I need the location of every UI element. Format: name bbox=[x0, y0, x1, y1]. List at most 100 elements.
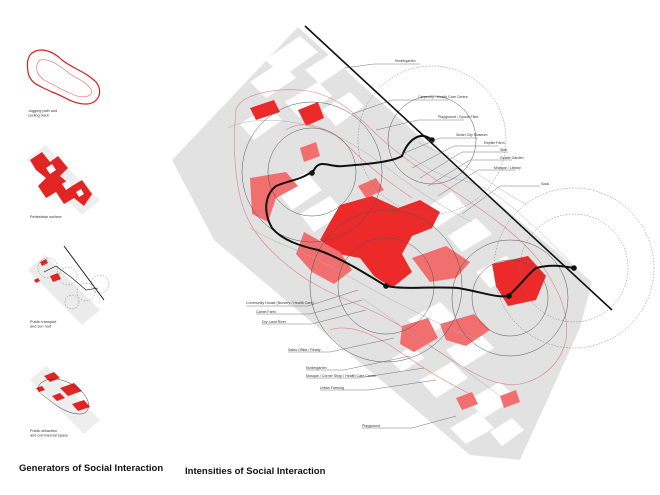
influence-ring bbox=[357, 65, 507, 215]
cycling-track bbox=[361, 297, 501, 397]
transport-line bbox=[63, 245, 105, 301]
label-community-house: Community House (Nursery / Health Care) bbox=[246, 301, 314, 305]
transit-network bbox=[265, 25, 613, 311]
building bbox=[468, 382, 516, 418]
caption-pedestrian: Pedestrian surface bbox=[30, 215, 62, 219]
pedestrian-voids bbox=[46, 164, 84, 197]
cycling-track bbox=[249, 227, 481, 341]
intensity-zone bbox=[456, 392, 478, 410]
transport-ring bbox=[37, 257, 59, 279]
label-reptile-farm: Reptile Farm bbox=[484, 141, 505, 145]
leader-line bbox=[320, 379, 437, 391]
cycling-track bbox=[403, 151, 577, 271]
label-kindergarten-north: Kindergarten bbox=[395, 59, 416, 63]
caption-line: Jogging path and bbox=[28, 109, 57, 113]
caption-line: Pedestrian surface bbox=[30, 215, 62, 219]
intensity-zone bbox=[250, 172, 298, 222]
leader-line bbox=[437, 169, 516, 197]
building bbox=[250, 62, 296, 98]
intensity-zone bbox=[358, 178, 384, 198]
leader-line bbox=[362, 415, 457, 429]
intensity-zone bbox=[492, 256, 546, 306]
transit-main-line bbox=[304, 25, 613, 311]
transit-stop bbox=[429, 137, 435, 143]
left-labels: Community House (Nursery / Health Care) … bbox=[246, 301, 380, 428]
leader-line bbox=[351, 99, 448, 115]
influence-rings bbox=[241, 65, 655, 363]
leader-line bbox=[401, 137, 478, 155]
commercial-space bbox=[36, 372, 90, 411]
leader-line bbox=[256, 299, 363, 315]
main-panel-title: Intensities of Social Interaction bbox=[185, 466, 326, 477]
path-network bbox=[227, 89, 577, 397]
jogging-loop-inner bbox=[36, 59, 93, 98]
diagram-pedestrian-surface bbox=[27, 145, 100, 215]
caption-line: Public attraction bbox=[30, 429, 57, 433]
leader-line bbox=[411, 145, 498, 169]
sun-roof bbox=[34, 259, 61, 283]
intensity-zone bbox=[300, 142, 320, 162]
influence-ring bbox=[267, 127, 357, 217]
transit-stop bbox=[506, 293, 512, 299]
label-mosque-library: Mosque / Library bbox=[494, 166, 521, 170]
influence-ring bbox=[309, 209, 463, 363]
caption-line: and commercial space bbox=[30, 434, 68, 438]
diagram-public-transport bbox=[28, 245, 110, 325]
attraction-outline bbox=[38, 378, 89, 415]
intensity-zone bbox=[296, 232, 352, 284]
intensity-zone bbox=[250, 100, 280, 120]
leader-line bbox=[306, 355, 411, 371]
leader-line bbox=[246, 289, 359, 307]
building bbox=[450, 412, 494, 444]
left-panel-title: Generators of Social Interaction bbox=[19, 463, 163, 474]
caption-line: Public transport bbox=[30, 320, 57, 324]
building bbox=[305, 54, 344, 84]
leader-line bbox=[262, 309, 367, 325]
jogging-path bbox=[329, 327, 471, 395]
influence-ring bbox=[451, 239, 569, 357]
intensity-zone bbox=[440, 314, 490, 346]
transit-stop bbox=[309, 170, 315, 176]
leader-line bbox=[375, 119, 464, 131]
diagram-jogging-path bbox=[26, 49, 101, 105]
building bbox=[285, 82, 332, 118]
label-camel-farm: Camel Farm bbox=[256, 310, 276, 314]
transport-ring bbox=[64, 294, 80, 310]
intensity-zone bbox=[500, 390, 520, 408]
label-sales-office: Sales Office / Realty bbox=[288, 348, 321, 352]
label-mosque-shop: Mosque / Corner Shop / Health Care Centr… bbox=[306, 374, 376, 378]
influence-ring bbox=[471, 259, 549, 337]
label-dry-land-river: Dry Land River bbox=[262, 320, 287, 324]
label-urban-farming: Urban Farming bbox=[320, 386, 344, 390]
leader-line bbox=[306, 367, 425, 379]
caption-transport: Public transport and sun roof bbox=[30, 320, 57, 329]
label-well: Well bbox=[500, 148, 507, 152]
label-smart-city-museum: Smart City Museum bbox=[456, 133, 488, 137]
transit-stop bbox=[571, 265, 577, 271]
right-callouts bbox=[343, 63, 540, 215]
diagram-public-attraction bbox=[30, 366, 100, 434]
jogging-path bbox=[234, 89, 567, 385]
leader-line bbox=[461, 185, 540, 215]
influence-ring bbox=[493, 187, 655, 349]
pedestrian-surface-shape bbox=[30, 152, 92, 206]
caption-attraction: Public attraction and commercial space bbox=[30, 429, 68, 438]
leader-line bbox=[419, 151, 508, 179]
transit-stop bbox=[383, 283, 389, 289]
generators-panel: Jogging path and cycling track Pedestria… bbox=[19, 49, 163, 474]
transport-ring bbox=[90, 274, 110, 294]
influence-ring bbox=[241, 101, 383, 243]
cycling-track bbox=[417, 141, 527, 205]
leader-line bbox=[288, 337, 395, 353]
label-playground-south: Playground bbox=[362, 424, 380, 428]
transport-route bbox=[43, 265, 99, 291]
label-kindergarten-south: Kindergarten bbox=[306, 366, 327, 370]
label-souk: Souk bbox=[541, 182, 549, 186]
building bbox=[446, 332, 494, 368]
intensity-zone bbox=[298, 102, 324, 126]
cycling-track bbox=[227, 120, 473, 223]
building bbox=[448, 218, 492, 252]
transport-ring bbox=[76, 282, 96, 302]
intensity-zone bbox=[400, 318, 438, 352]
